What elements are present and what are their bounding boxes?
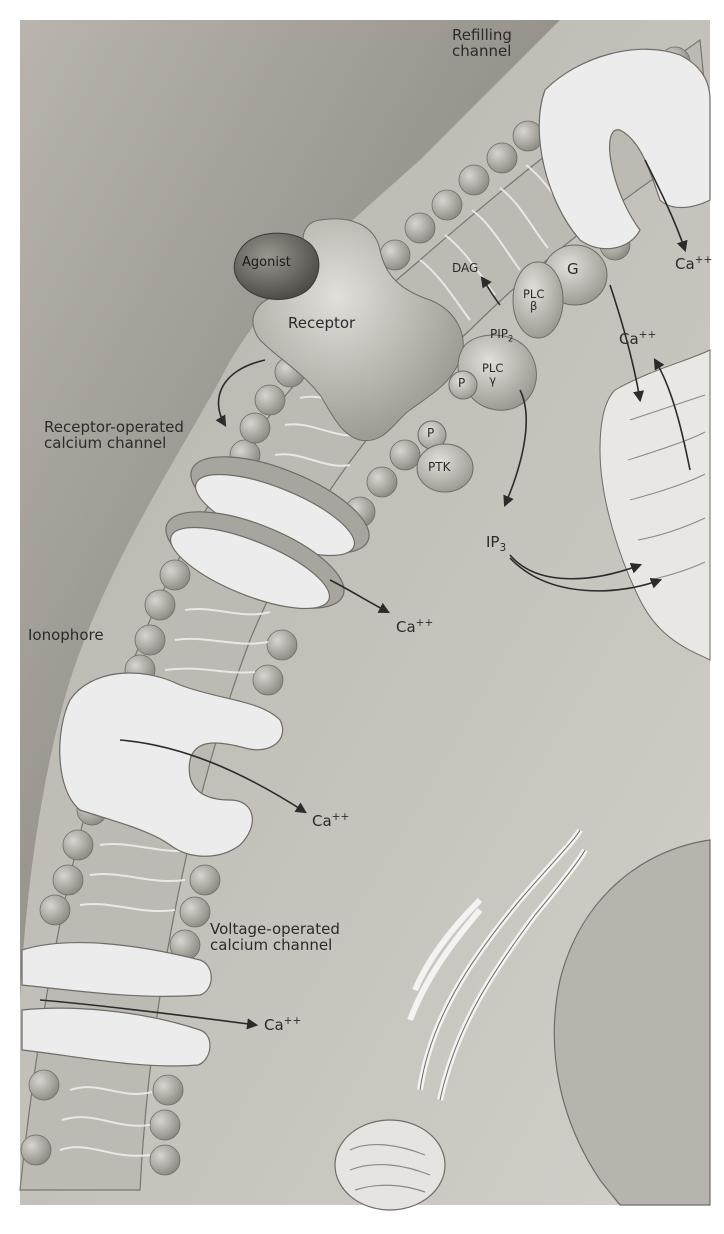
ionophore-label: Ionophore [28, 628, 104, 644]
ca-charge: ++ [332, 811, 350, 823]
plc-gamma-label: PLC γ [482, 362, 503, 386]
ca-charge: ++ [416, 617, 434, 629]
ca-symbol: Ca [675, 255, 695, 273]
plc-beta-line2: β [523, 300, 544, 312]
dag-label: DAG [452, 262, 478, 275]
pip2-subscript: 2 [508, 333, 513, 343]
plc-gamma-line2: γ [482, 374, 503, 386]
ip3-text: IP [486, 533, 499, 551]
receptor-label: Receptor [288, 316, 355, 332]
ca-label-refilling: Ca++ [675, 255, 712, 273]
ip3-subscript: 3 [499, 542, 506, 554]
agonist-label: Agonist [242, 256, 291, 270]
ca-symbol: Ca [619, 330, 639, 348]
receptor-operated-channel-label: Receptor-operated calcium channel [44, 420, 184, 452]
phosphate-label-lower: P [427, 427, 434, 440]
ptk-label: PTK [428, 461, 450, 474]
ca-charge: ++ [695, 254, 713, 266]
ca-charge: ++ [284, 1015, 302, 1027]
ip3-label: IP3 [486, 535, 506, 554]
voltage-operated-channel-label: Voltage-operated calcium channel [210, 922, 340, 954]
ca-label-ionophore: Ca++ [312, 812, 349, 830]
refilling-channel-line2: channel [452, 44, 512, 60]
receptor-operated-line2: calcium channel [44, 436, 184, 452]
g-protein-label: G [567, 262, 579, 278]
ca-symbol: Ca [264, 1016, 284, 1034]
refilling-channel-label: Refilling channel [452, 28, 512, 60]
ca-symbol: Ca [396, 618, 416, 636]
plc-beta-label: PLC β [523, 288, 544, 312]
voltage-operated-line2: calcium channel [210, 938, 340, 954]
phosphate-label-upper: P [458, 377, 465, 390]
ca-label-receptor-operated: Ca++ [396, 618, 433, 636]
mitochondrion [335, 1120, 445, 1210]
pip2-label: PIP2 [490, 328, 513, 343]
pip2-text: PIP [490, 327, 508, 341]
ca-label-er: Ca++ [619, 330, 656, 348]
ca-label-voltage-operated: Ca++ [264, 1016, 301, 1034]
ca-charge: ++ [639, 329, 657, 341]
ca-symbol: Ca [312, 812, 332, 830]
